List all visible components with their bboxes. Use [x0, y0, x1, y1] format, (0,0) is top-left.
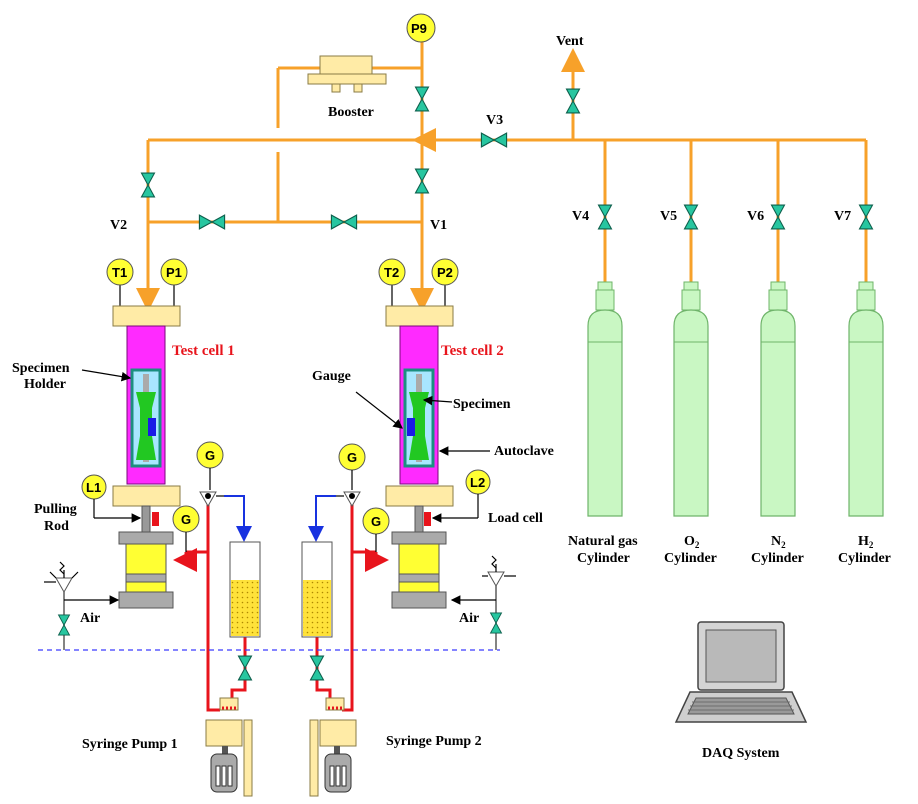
natural-gas-cylinder[interactable]	[587, 281, 623, 517]
valve-cross-right[interactable]	[330, 214, 358, 230]
pressure-gauge-p9	[406, 13, 436, 43]
gauge-label: Gauge	[312, 369, 351, 384]
o2-cylinder[interactable]	[673, 281, 709, 517]
g-gauges	[172, 441, 390, 552]
n2-cylinder[interactable]	[760, 281, 796, 517]
syringe-pump-1-label: Syringe Pump 1	[82, 737, 178, 752]
booster-label: Booster	[328, 105, 374, 120]
syringe-pump-2[interactable]	[309, 697, 357, 797]
p2-label: P2	[437, 265, 453, 280]
specimen-holder-label-1: Specimen	[12, 361, 70, 376]
temperature-gauge-t1	[106, 258, 134, 286]
valve-v3[interactable]	[480, 132, 508, 148]
gas-valves	[140, 86, 874, 230]
g-label-2: G	[181, 512, 191, 527]
specimen-label: Specimen	[453, 397, 511, 412]
g-label-4: G	[371, 514, 381, 529]
reservoir-right	[301, 541, 333, 638]
h2-cylinder[interactable]	[848, 281, 884, 517]
check-valve-left[interactable]	[199, 491, 224, 508]
n2-label-2: Cylinder	[751, 551, 804, 566]
natural-gas-label-2: Cylinder	[577, 551, 630, 566]
valve-vent[interactable]	[565, 88, 581, 114]
syringe-pump-2-label: Syringe Pump 2	[386, 734, 482, 749]
h2-label-2: Cylinder	[838, 551, 891, 566]
air-left-label: Air	[80, 611, 100, 626]
valve-v6[interactable]	[770, 204, 786, 230]
natural-gas-label-1: Natural gas	[568, 534, 638, 549]
valve-booster-outlet[interactable]	[414, 86, 430, 112]
syringe-pump-1[interactable]	[205, 697, 253, 797]
o2-symbol: O2	[684, 534, 700, 550]
v3-label: V3	[486, 113, 503, 128]
h2-symbol: H2	[858, 534, 874, 550]
test-cell-2[interactable]	[378, 258, 459, 609]
air-supply-left	[44, 561, 116, 650]
valve-cross-left[interactable]	[198, 214, 226, 230]
check-valve-right[interactable]	[336, 491, 361, 508]
pressure-gauge-p1	[160, 258, 188, 286]
daq-label: DAQ System	[702, 746, 780, 761]
l2-label: L2	[470, 475, 485, 490]
n2-symbol: N2	[771, 534, 786, 550]
valve-v7[interactable]	[858, 204, 874, 230]
booster[interactable]	[307, 55, 387, 93]
hydraulic-lines	[173, 502, 389, 712]
valve-air-left[interactable]	[58, 614, 70, 636]
t2-label: T2	[384, 265, 399, 280]
valve-v2[interactable]	[140, 172, 156, 198]
l1-label: L1	[86, 480, 101, 495]
gas-cylinders	[587, 281, 884, 517]
v2-label: V2	[110, 218, 127, 233]
valve-pump-2[interactable]	[309, 655, 325, 681]
v1-label: V1	[430, 218, 447, 233]
valve-v1[interactable]	[414, 168, 430, 194]
o2-label-2: Cylinder	[664, 551, 717, 566]
valve-v5[interactable]	[683, 204, 699, 230]
autoclave-label: Autoclave	[494, 444, 554, 459]
g-label-1: G	[205, 448, 215, 463]
reservoir-left	[229, 541, 261, 638]
t1-label: T1	[112, 265, 127, 280]
specimen-holder-label-2: Holder	[24, 377, 66, 392]
pulling-rod-label-2: Rod	[44, 519, 69, 534]
test-cell-1[interactable]	[106, 258, 188, 609]
vent-label: Vent	[556, 34, 584, 49]
test-cell-1-label: Test cell 1	[172, 343, 235, 359]
g-label-3: G	[347, 450, 357, 465]
v7-label: V7	[834, 209, 851, 224]
air-right-label: Air	[459, 611, 479, 626]
p9-label: P9	[411, 21, 427, 36]
valve-pump-1[interactable]	[237, 655, 253, 681]
v4-label: V4	[572, 209, 589, 224]
v5-label: V5	[660, 209, 677, 224]
valve-v4[interactable]	[597, 204, 613, 230]
air-supply-right	[450, 555, 516, 650]
v6-label: V6	[747, 209, 764, 224]
daq-laptop-icon[interactable]	[674, 621, 808, 723]
gas-lines	[136, 42, 868, 312]
p1-label: P1	[166, 265, 182, 280]
temperature-gauge-t2	[378, 258, 406, 286]
valve-air-right[interactable]	[490, 612, 502, 634]
pulling-rod-label-1: Pulling	[34, 502, 77, 517]
load-cell-label: Load cell	[488, 511, 543, 526]
pressure-gauge-p2	[431, 258, 459, 286]
test-cell-2-label: Test cell 2	[441, 343, 504, 359]
